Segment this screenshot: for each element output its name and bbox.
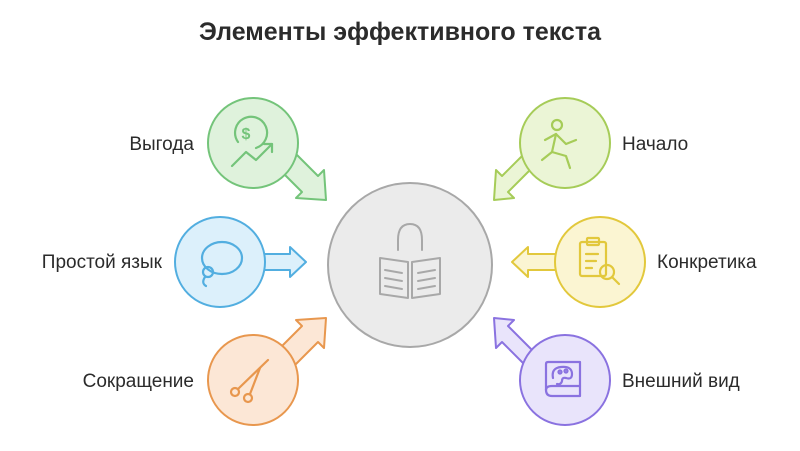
circle-shortening	[207, 334, 299, 426]
node-start	[493, 97, 611, 201]
diagram-title: Элементы эффективного текста	[198, 18, 601, 46]
circle-appearance	[519, 334, 611, 426]
node-appearance	[493, 317, 611, 426]
label-benefit: Выгода	[129, 134, 194, 155]
reading-newspaper-icon	[379, 223, 441, 299]
clipboard-search-icon	[578, 236, 621, 286]
center-node	[327, 182, 493, 348]
label-appearance: Внешний вид	[622, 371, 740, 392]
label-concrete: Конкретика	[657, 252, 757, 273]
label-shortening: Сокращение	[82, 371, 194, 392]
circle-concrete	[554, 216, 646, 308]
label-start: Начало	[622, 134, 689, 155]
circle-benefit	[207, 97, 299, 189]
node-plain	[174, 216, 307, 308]
money-growth-icon: $	[230, 115, 274, 168]
speech-bubble-icon	[200, 240, 244, 288]
label-plain-language: Простой язык	[41, 252, 162, 273]
art-book-icon	[544, 360, 582, 398]
node-benefit: $	[207, 97, 327, 201]
node-concrete	[511, 216, 646, 308]
arrow-concrete	[511, 246, 561, 278]
center-circle	[327, 182, 493, 348]
svg-text:$: $	[242, 126, 251, 143]
running-person-icon	[540, 118, 578, 170]
node-shortening	[207, 317, 327, 426]
scissors-icon	[229, 358, 270, 404]
circle-plain	[174, 216, 266, 308]
